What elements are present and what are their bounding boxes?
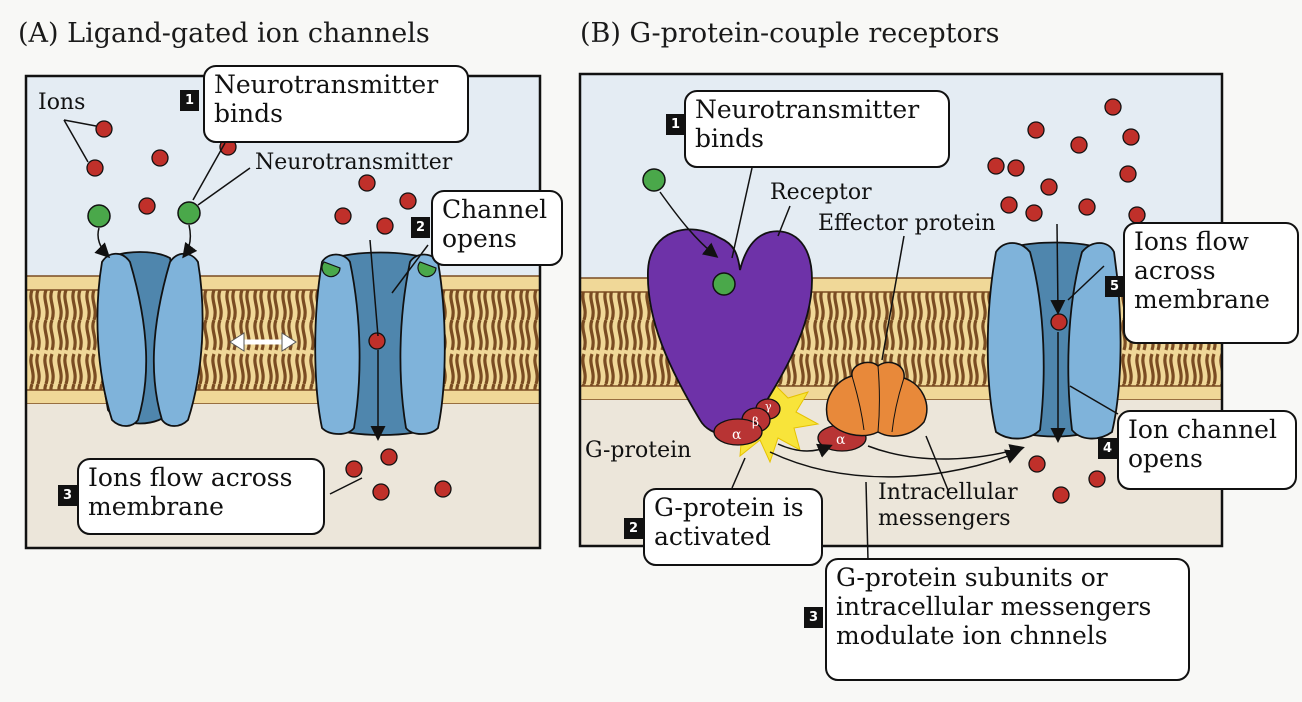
panel-b-title: (B) G-protein-couple receptors bbox=[580, 18, 1000, 49]
step-5-badge-b: 5 bbox=[1105, 276, 1124, 297]
neurotransmitter-molecule bbox=[642, 168, 666, 192]
callout-b-modulate-channels: G-protein subunits or intracellular mess… bbox=[825, 558, 1190, 681]
g-protein-label: G-protein bbox=[585, 438, 692, 463]
ions-extracellular-a bbox=[86, 120, 417, 235]
callout-a-ions-flow: Ions flow across membrane bbox=[77, 458, 325, 535]
free-alpha-label: α bbox=[836, 432, 846, 448]
panel-b-scene: α β γ α bbox=[578, 72, 1224, 561]
step-2-badge-a: 2 bbox=[411, 217, 430, 238]
ions-label: Ions bbox=[38, 90, 86, 115]
g-protein-complex: α β γ bbox=[713, 398, 781, 446]
ion-in-channel-b bbox=[1050, 313, 1068, 331]
step-4-badge-b: 4 bbox=[1098, 438, 1117, 459]
alpha-label: α bbox=[732, 427, 742, 443]
gpcr-receptor bbox=[647, 228, 813, 436]
callout-b-ion-channel-opens: Ion channel opens bbox=[1117, 410, 1297, 490]
step-3-badge-b: 3 bbox=[804, 607, 823, 628]
neurotransmitter-label: Neurotransmitter bbox=[255, 150, 453, 175]
beta-label: β bbox=[752, 415, 759, 429]
g-protein-alpha bbox=[713, 418, 763, 446]
bound-neurotransmitter bbox=[417, 261, 437, 278]
callout-b-neurotransmitter-binds: Neurotransmitter binds bbox=[684, 90, 950, 168]
neurotransmitter-molecule bbox=[177, 201, 201, 225]
transition-arrow-icon bbox=[229, 332, 297, 352]
closed-ion-channel bbox=[96, 251, 204, 427]
bound-neurotransmitter bbox=[321, 261, 341, 278]
bound-neurotransmitter bbox=[712, 272, 736, 296]
step-1-badge-b: 1 bbox=[666, 114, 685, 135]
callout-b-ions-flow: Ions flow across membrane bbox=[1123, 222, 1299, 344]
panel-a-membrane-bottom-edge bbox=[25, 389, 541, 405]
intracellular-messengers-label: Intracellular messengers bbox=[878, 480, 1018, 531]
callout-b-gprotein-activated: G-protein is activated bbox=[643, 488, 823, 566]
step-1-badge-a: 1 bbox=[180, 90, 199, 111]
neurotransmitter-molecule bbox=[87, 204, 111, 228]
ion-in-channel bbox=[368, 332, 386, 350]
receptor-label: Receptor bbox=[770, 180, 872, 205]
step-2-badge-b: 2 bbox=[624, 518, 643, 539]
ions-intracellular-b bbox=[1028, 455, 1106, 504]
ions-extracellular-b bbox=[987, 98, 1146, 224]
step-3-badge-a: 3 bbox=[58, 485, 77, 506]
effector-protein-label: Effector protein bbox=[818, 211, 996, 236]
gpcr-ion-channel bbox=[986, 241, 1122, 440]
callout-a-channel-opens: Channel opens bbox=[431, 190, 563, 266]
ions-intracellular-a bbox=[345, 448, 452, 501]
gamma-label: γ bbox=[765, 400, 772, 413]
panel-a-title: (A) Ligand-gated ion channels bbox=[18, 18, 430, 49]
effector-protein bbox=[825, 361, 928, 437]
callout-a-neurotransmitter-binds: Neurotransmitter binds bbox=[203, 65, 469, 143]
panel-a-scene bbox=[24, 74, 542, 550]
